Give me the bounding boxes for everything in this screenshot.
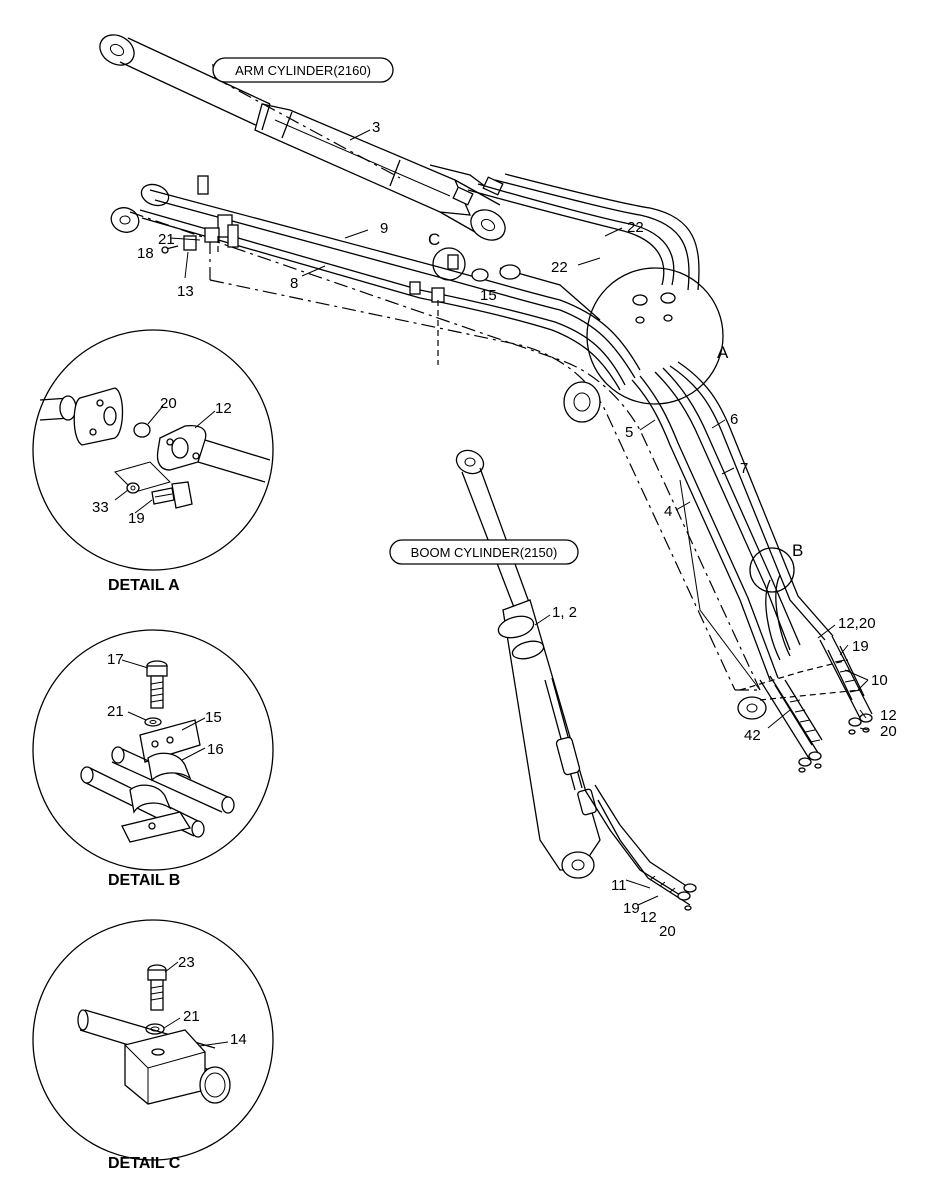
circle-b-letter: B (792, 541, 803, 560)
boom-cylinder-callout: BOOM CYLINDER(2150) (389, 539, 579, 565)
detail-a-label-12: 12 (215, 400, 232, 417)
label-13: 13 (177, 283, 194, 300)
label-8: 8 (290, 275, 298, 292)
detail-a: 20 12 33 19 DETAIL A (32, 329, 274, 594)
clamp-leaders (217, 236, 439, 365)
detail-b-label-21: 21 (107, 703, 124, 720)
detail-b: 17 21 15 16 DETAIL B (32, 629, 274, 889)
boom-structure (110, 183, 767, 720)
arm-cylinder-callout: ARM CYLINDER(2160) (212, 57, 394, 83)
detail-b-label-17: 17 (107, 651, 124, 668)
label-18: 18 (137, 245, 154, 262)
label-21: 21 (158, 231, 175, 248)
main-part-labels: 3 22 22 9 8 21 18 13 15 5 6 7 4 1, 2 12,… (137, 119, 897, 940)
detail-c-label-21: 21 (183, 1008, 200, 1025)
detail-c-label-14: 14 (230, 1031, 247, 1048)
pipe-8-9 (139, 189, 641, 391)
label-12-20: 12,20 (838, 615, 876, 632)
label-42: 42 (744, 727, 761, 744)
label-5: 5 (625, 424, 633, 441)
circle-b-indicator: B (749, 541, 803, 593)
detail-a-label-33: 33 (92, 499, 109, 516)
detail-c: 23 21 14 DETAIL C (32, 919, 274, 1172)
label-6: 6 (730, 411, 738, 428)
label-12: 12 (880, 707, 897, 724)
label-22-a: 22 (627, 219, 644, 236)
label-3: 3 (372, 119, 380, 136)
label-19-b: 19 (623, 900, 640, 917)
label-15: 15 (480, 287, 497, 304)
circle-c-letter: C (428, 230, 440, 249)
hose-22 (467, 173, 700, 291)
detail-b-label-16: 16 (207, 741, 224, 758)
detail-b-label-15: 15 (205, 709, 222, 726)
label-12-b: 12 (640, 909, 657, 926)
arm-cylinder-label: ARM CYLINDER(2160) (235, 63, 371, 78)
detail-b-title: DETAIL B (108, 872, 180, 889)
label-4: 4 (664, 503, 672, 520)
detail-c-title: DETAIL C (108, 1155, 181, 1172)
pipe-clamps (197, 175, 459, 303)
label-11: 11 (611, 877, 627, 894)
label-1-2: 1, 2 (552, 604, 577, 621)
boom-cylinder (455, 449, 601, 879)
boom-foot-dash (739, 659, 861, 701)
detail-c-label-23: 23 (178, 954, 195, 971)
detail-a-label-19: 19 (128, 510, 145, 527)
label-19: 19 (852, 638, 869, 655)
part-leaders (169, 129, 869, 906)
label-9: 9 (380, 220, 388, 237)
label-20-b: 20 (659, 923, 676, 940)
boom-cylinder-label: BOOM CYLINDER(2150) (411, 545, 558, 560)
label-7: 7 (740, 460, 748, 477)
circle-a-indicator: A (586, 267, 729, 405)
pipes-4-5-6-7 (631, 361, 834, 691)
label-22-b: 22 (551, 259, 568, 276)
fittings-at-a (632, 292, 676, 324)
circle-a-letter: A (717, 343, 729, 362)
circle-c-indicator: C (428, 230, 466, 281)
label-20: 20 (880, 723, 897, 740)
detail-a-label-20: 20 (160, 395, 177, 412)
boom-foot-hoses (759, 635, 873, 773)
hose-11 (584, 784, 697, 911)
label-10: 10 (871, 672, 888, 689)
detail-a-title: DETAIL A (108, 577, 180, 594)
